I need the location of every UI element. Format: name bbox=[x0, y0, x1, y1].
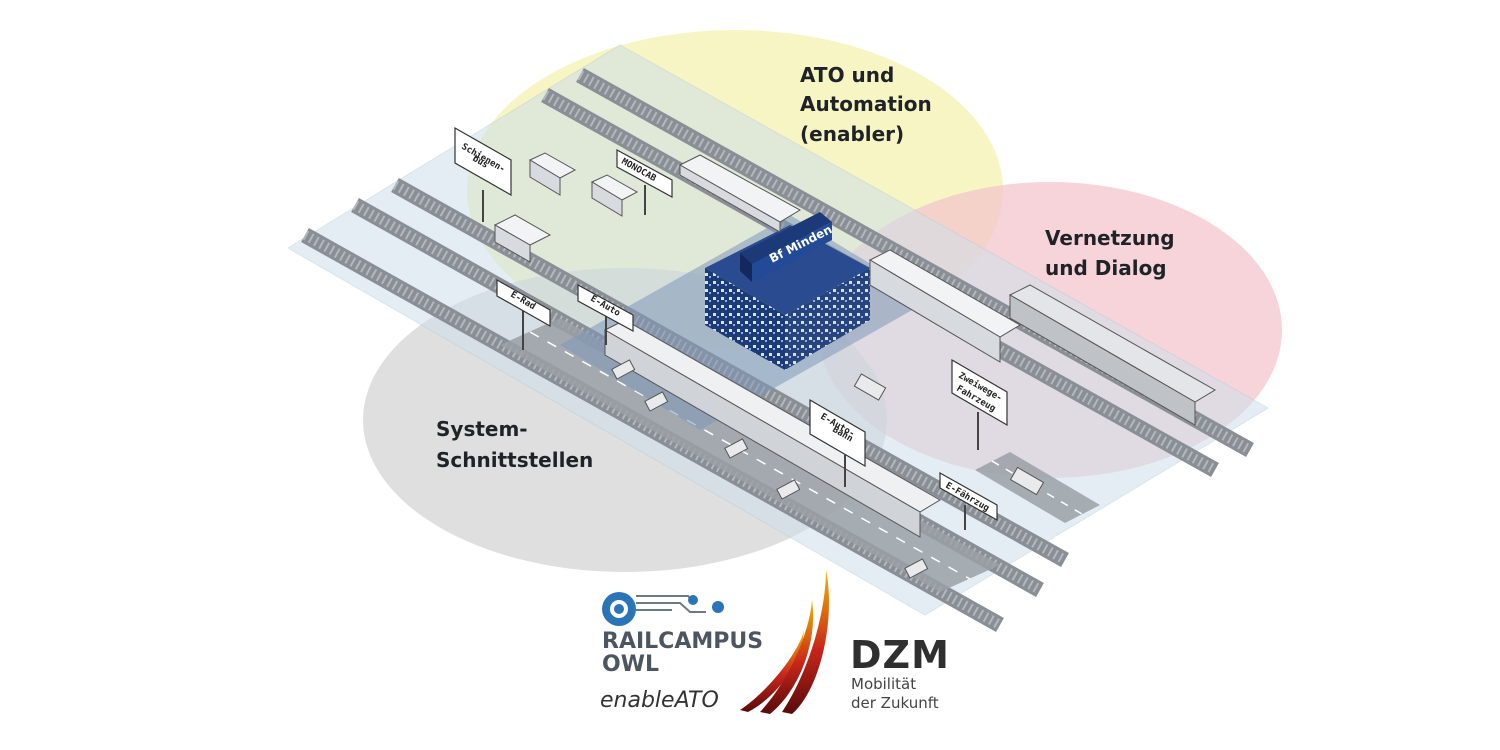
railcampus-tagline: enableATO bbox=[600, 688, 719, 713]
railcampus-logo-mark bbox=[602, 592, 724, 626]
ice-train-middle bbox=[868, 249, 1021, 363]
dzm-subtitle-line2: der Zukunft bbox=[851, 694, 939, 712]
zone-label-network: Vernetzung und Dialog bbox=[1045, 226, 1175, 280]
monocab-cabins bbox=[528, 152, 639, 217]
railcampus-name-line2: OWL bbox=[602, 652, 659, 677]
svg-text:Vernetzung: Vernetzung bbox=[1045, 226, 1175, 250]
svg-text:Automation: Automation bbox=[800, 92, 932, 116]
cars bbox=[611, 359, 1045, 579]
dzm-logo-mark bbox=[740, 570, 829, 714]
dzm-title: DZM bbox=[850, 633, 950, 677]
rail-bus bbox=[493, 214, 552, 263]
svg-text:ATO und: ATO und bbox=[800, 63, 894, 87]
freight-train bbox=[1008, 284, 1216, 426]
ice-train-top bbox=[678, 154, 802, 233]
dzm-subtitle-line1: Mobilität bbox=[851, 675, 917, 693]
svg-text:und Dialog: und Dialog bbox=[1045, 256, 1167, 280]
svg-text:(enabler): (enabler) bbox=[800, 122, 904, 146]
railcampus-name-line1: RAILCAMPUS bbox=[602, 629, 764, 654]
svg-text:Schnittstellen: Schnittstellen bbox=[436, 448, 593, 472]
zone-label-interfaces: System- Schnittstellen bbox=[436, 417, 593, 472]
vehicles bbox=[493, 152, 1216, 579]
sign-posts bbox=[482, 185, 979, 530]
svg-text:System-: System- bbox=[436, 417, 528, 441]
zone-label-ato: ATO und Automation (enabler) bbox=[800, 63, 932, 146]
